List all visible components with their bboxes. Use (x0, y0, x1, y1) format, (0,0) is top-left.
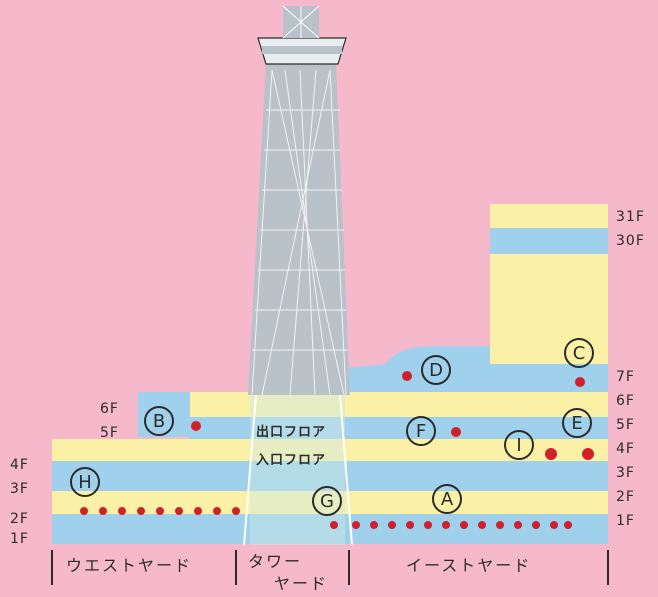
floor-label-4f: 4F (616, 441, 635, 457)
floor-label-left-4f: 4F (10, 457, 29, 473)
marker-i[interactable]: I (504, 430, 534, 460)
east-7f-annex (345, 346, 608, 392)
zone-east-yard: イーストヤード (406, 556, 532, 575)
zone-west-yard: ウエストヤード (66, 556, 193, 575)
marker-a[interactable]: A (432, 484, 462, 514)
floor-label-31f: 31F (616, 209, 645, 225)
dots-east-1f (330, 521, 572, 529)
floor-label-mid-6f: 6F (100, 401, 119, 417)
floor-label-5f: 5F (616, 417, 635, 433)
floor-label-mid-5f: 5F (100, 425, 119, 441)
zone-tower-yard-line2: ヤード (274, 574, 329, 593)
exit-floor-label: 出口フロア (256, 425, 327, 440)
dot-i (545, 448, 557, 460)
tower-yard (243, 394, 353, 546)
east-highrise (490, 204, 608, 364)
floor-label-6f: 6F (616, 393, 635, 409)
floor-label-30f: 30F (616, 233, 645, 249)
dot-b (191, 421, 201, 431)
floor-label-7f: 7F (616, 369, 635, 385)
floor-label-left-1f: 1F (10, 531, 29, 547)
dot-f (451, 427, 461, 437)
floor-label-3f: 3F (616, 465, 635, 481)
floor-label-left-2f: 2F (10, 511, 29, 527)
marker-c[interactable]: C (564, 338, 594, 368)
floor-label-2f: 2F (616, 489, 635, 505)
zone-dividers (51, 550, 609, 585)
marker-d[interactable]: D (421, 355, 451, 385)
dots-west-2f (80, 507, 240, 515)
dot-d (402, 371, 412, 381)
tower (248, 5, 350, 396)
dot-c (575, 377, 585, 387)
marker-h[interactable]: H (70, 467, 100, 497)
floor-label-left-3f: 3F (10, 481, 29, 497)
location-dots (80, 371, 594, 529)
marker-f[interactable]: F (406, 416, 436, 446)
entrance-floor-label: 入口フロア (256, 453, 327, 468)
dot-e (582, 448, 594, 460)
zone-tower-yard-line1: タワー (248, 552, 303, 571)
marker-e[interactable]: E (562, 408, 592, 438)
floor-label-1f: 1F (616, 513, 635, 529)
marker-g[interactable]: G (312, 486, 342, 516)
marker-b[interactable]: B (144, 406, 174, 436)
